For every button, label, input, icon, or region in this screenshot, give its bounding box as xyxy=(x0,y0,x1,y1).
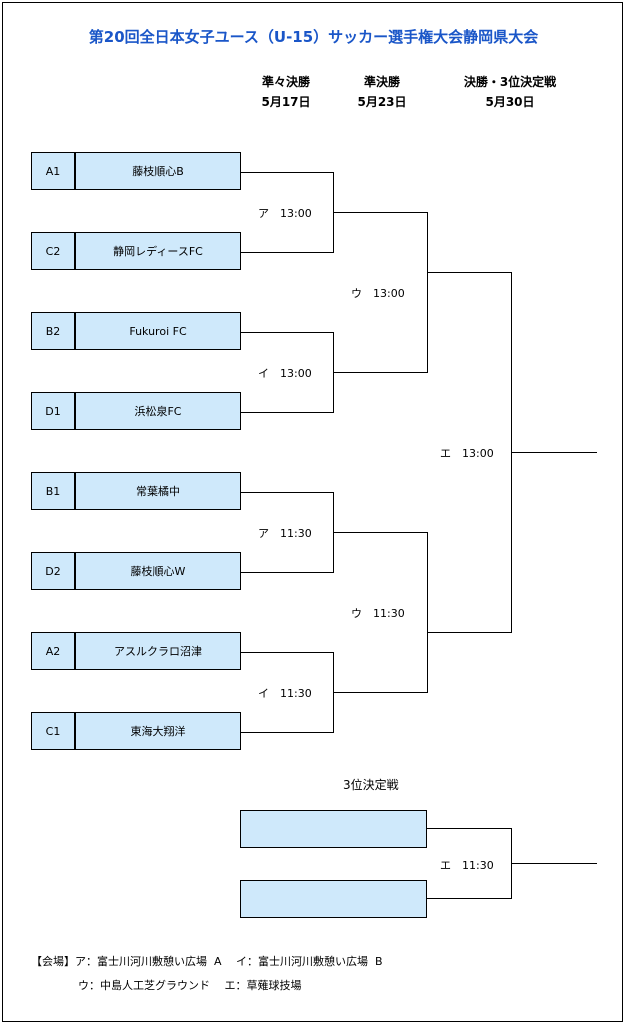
seed-label: A2 xyxy=(31,632,75,670)
match-label: エ 11:30 xyxy=(440,859,494,872)
bracket-line xyxy=(333,372,427,373)
third-place-slot xyxy=(240,810,427,848)
match-label: ウ 11:30 xyxy=(351,607,405,620)
bracket-line xyxy=(427,632,511,633)
bracket-line xyxy=(333,532,427,533)
round-date: 5月30日 xyxy=(485,95,535,109)
bracket-line xyxy=(427,828,511,829)
venue-legend-line1: 【会場】ア：富士川河川敷憩い広場 A イ：富士川河川敷憩い広場 B xyxy=(31,955,383,968)
match-label: イ 11:30 xyxy=(258,687,312,700)
venue-legend-line2: ウ：中島人工芝グラウンド エ：草薙球技場 xyxy=(78,979,302,992)
team-name: 常葉橘中 xyxy=(75,472,241,510)
page-title: 第20回全日本女子ユース（U-15）サッカー選手権大会静岡県大会 xyxy=(88,28,539,46)
bracket-line xyxy=(241,572,333,573)
team-name: 静岡レディースFC xyxy=(75,232,241,270)
round-date: 5月17日 xyxy=(261,95,311,109)
round-header-sf: 準決勝 5月23日 xyxy=(346,72,418,112)
match-label: エ 13:00 xyxy=(440,447,494,460)
bracket-line xyxy=(333,692,427,693)
bracket-line xyxy=(427,212,428,373)
seed-label: B2 xyxy=(31,312,75,350)
bracket-line xyxy=(241,412,333,413)
bracket-line xyxy=(241,172,333,173)
bracket-line xyxy=(511,452,597,453)
bracket-line xyxy=(241,332,333,333)
bracket-line xyxy=(241,492,333,493)
seed-label: C1 xyxy=(31,712,75,750)
third-place-label: 3位決定戦 xyxy=(343,778,399,792)
bracket-line xyxy=(241,652,333,653)
bracket-line xyxy=(333,212,427,213)
round-name: 準決勝 xyxy=(363,75,400,89)
team-name: アスルクラロ沼津 xyxy=(75,632,241,670)
seed-label: B1 xyxy=(31,472,75,510)
round-header-qf: 準々決勝 5月17日 xyxy=(250,72,322,112)
match-label: ウ 13:00 xyxy=(351,287,405,300)
bracket-line xyxy=(427,532,428,693)
bracket-line xyxy=(241,732,333,733)
seed-label: A1 xyxy=(31,152,75,190)
seed-label: D2 xyxy=(31,552,75,590)
third-place-slot xyxy=(240,880,427,918)
team-name: 藤枝順心W xyxy=(75,552,241,590)
team-name: 東海大翔洋 xyxy=(75,712,241,750)
team-name: Fukuroi FC xyxy=(75,312,241,350)
bracket-line xyxy=(511,863,597,864)
round-name: 決勝・3位決定戦 xyxy=(463,75,557,89)
bracket-line xyxy=(427,272,511,273)
seed-label: D1 xyxy=(31,392,75,430)
team-name: 浜松泉FC xyxy=(75,392,241,430)
match-label: イ 13:00 xyxy=(258,367,312,380)
round-name: 準々決勝 xyxy=(261,75,310,89)
bracket-line xyxy=(427,898,511,899)
bracket-line xyxy=(241,252,333,253)
round-date: 5月23日 xyxy=(357,95,407,109)
match-label: ア 13:00 xyxy=(258,207,312,220)
seed-label: C2 xyxy=(31,232,75,270)
round-header-final: 決勝・3位決定戦 5月30日 xyxy=(450,72,570,112)
match-label: ア 11:30 xyxy=(258,527,312,540)
team-name: 藤枝順心B xyxy=(75,152,241,190)
